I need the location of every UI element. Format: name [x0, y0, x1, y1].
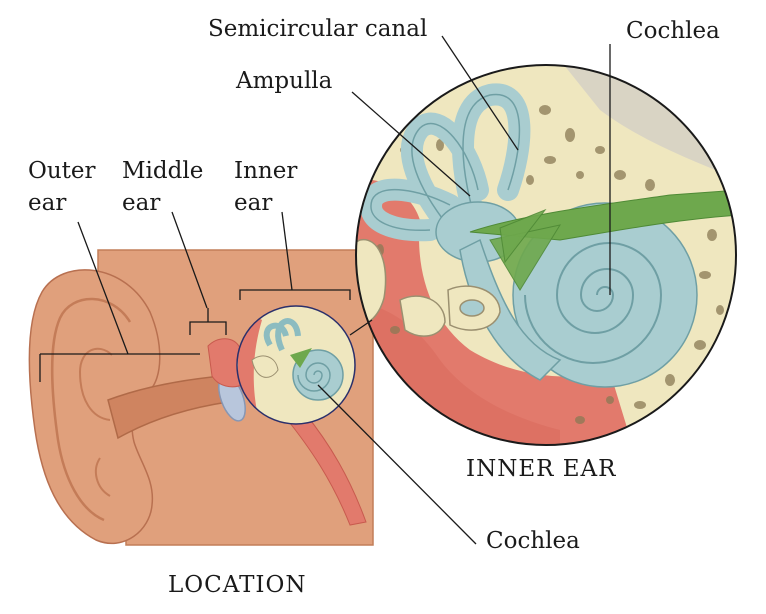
middle-ear-label: Middle [122, 158, 203, 184]
location-caption: LOCATION [168, 572, 307, 598]
inner-ear-label: Inner [234, 158, 297, 184]
cochlea-top-label: Cochlea [626, 18, 720, 44]
middle-ear-label-line2: ear [122, 190, 160, 216]
cochlea-bottom-label: Cochlea [486, 528, 580, 554]
ampulla-label: Ampulla [235, 68, 333, 94]
inner-ear-caption: INNER EAR [466, 456, 616, 482]
semicircular-canal-label: Semicircular canal [208, 16, 427, 42]
magnified-view-outline [355, 64, 737, 446]
outer-ear-label-line2: ear [28, 190, 66, 216]
leader-lines [39, 35, 611, 545]
location-inset-outline [236, 305, 356, 425]
eustachian-tube [285, 411, 367, 526]
outer-ear-label: Outer [28, 158, 96, 184]
inner-ear-label-line2: ear [234, 190, 272, 216]
inner-ear-magnified-view [356, 65, 736, 445]
